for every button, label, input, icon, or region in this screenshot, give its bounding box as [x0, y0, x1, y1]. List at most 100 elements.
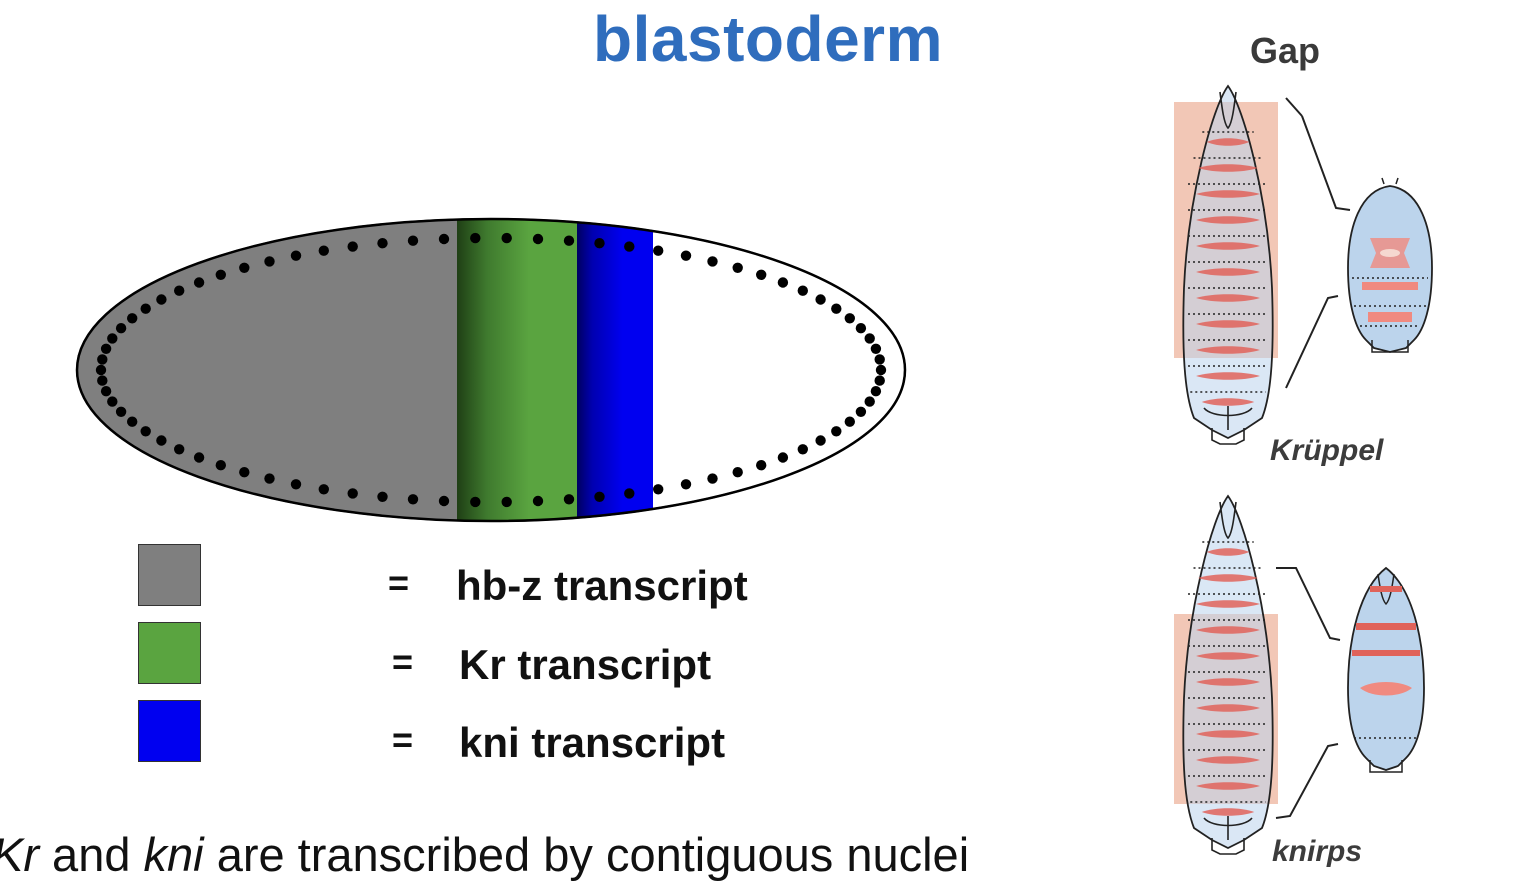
nucleus-dot	[127, 313, 138, 324]
nucleus-dot	[653, 245, 664, 256]
nucleus-dot	[377, 491, 388, 502]
nucleus-dot	[115, 323, 127, 334]
kni-swatch	[138, 700, 201, 762]
nucleus-dot	[594, 491, 605, 502]
nucleus-dot	[407, 494, 419, 505]
nucleus-dot	[756, 269, 767, 280]
nucleus-dot	[193, 452, 205, 463]
nucleus-dot	[831, 426, 842, 437]
nucleus-dot	[875, 364, 887, 376]
nucleus-dot	[264, 256, 275, 267]
nucleus-dot	[97, 354, 108, 365]
nucleus-dot	[347, 241, 358, 252]
nucleus-dot	[115, 406, 127, 417]
legend-label-kr: Kr transcript	[459, 641, 712, 688]
caption: Kr and kni are transcribed by contiguous…	[0, 827, 969, 882]
nucleus-dot	[855, 323, 867, 334]
nucleus-dot	[680, 479, 692, 490]
nucleus-dot	[844, 313, 855, 324]
legend-equals: =	[392, 641, 414, 682]
nucleus-dot	[470, 232, 481, 244]
nucleus-dot	[874, 354, 885, 365]
nucleus-dot	[470, 496, 481, 508]
nucleus-dot	[707, 256, 718, 267]
nucleus-dot	[438, 233, 450, 245]
nucleus-dot	[653, 484, 664, 495]
knirps-label: knirps	[1272, 835, 1363, 868]
nucleus-dot	[501, 496, 512, 508]
caption-gene-kr: Kr	[0, 828, 39, 881]
nucleus-dot	[97, 375, 108, 386]
nucleus-dot	[264, 473, 275, 484]
nucleus-dot	[174, 285, 185, 296]
knirps-long-embryo	[1174, 494, 1278, 855]
caption-rest: are transcribed by contiguous nuclei	[203, 828, 970, 881]
nucleus-dot	[438, 495, 450, 507]
hb-z-swatch	[138, 544, 201, 606]
nucleus-dot	[290, 250, 302, 261]
nucleus-dot	[156, 294, 167, 305]
nucleus-dot	[532, 233, 544, 245]
nucleus-dot	[797, 444, 808, 455]
gap-heading: Gap	[1250, 30, 1321, 71]
nucleus-dot	[815, 294, 826, 305]
nucleus-dot	[815, 435, 826, 446]
hb-z-region	[77, 219, 457, 521]
kruppel-label: Krüppel	[1270, 434, 1384, 467]
blastoderm-nuclei	[95, 232, 887, 508]
nucleus-dot	[777, 277, 789, 288]
blastoderm-embryo-diagram	[75, 217, 907, 523]
nucleus-dot	[797, 285, 808, 296]
knirps-short-embryo	[1347, 566, 1425, 773]
nucleus-dot	[707, 473, 718, 484]
nucleus-dot	[732, 262, 743, 273]
nucleus-dot	[594, 238, 605, 249]
nucleus-dot	[140, 426, 151, 437]
legend-equals: =	[392, 719, 414, 760]
nucleus-dot	[501, 232, 512, 244]
nucleus-dot	[95, 364, 107, 376]
legend-label-kni: kni transcript	[459, 719, 726, 766]
nucleus-dot	[100, 343, 112, 354]
kr-swatch	[138, 622, 201, 684]
slide-title: blastoderm	[593, 3, 943, 75]
nucleus-dot	[870, 386, 882, 397]
nucleus-dot	[107, 333, 118, 344]
nucleus-dot	[563, 494, 575, 505]
nucleus-dot	[864, 333, 875, 344]
nucleus-dot	[239, 262, 250, 273]
nucleus-dot	[407, 235, 419, 246]
nucleus-dot	[756, 460, 767, 471]
legend-equals: =	[388, 562, 410, 603]
nucleus-dot	[239, 467, 250, 478]
kni-region	[577, 219, 653, 521]
nucleus-dot	[624, 241, 635, 252]
nucleus-dot	[100, 386, 112, 397]
gap-gene-expression-illustration	[1174, 84, 1433, 855]
kr-region	[457, 219, 577, 521]
nucleus-dot	[156, 435, 167, 446]
nucleus-dot	[563, 235, 575, 246]
nucleus-dot	[855, 406, 867, 417]
nucleus-dot	[864, 396, 875, 407]
nucleus-dot	[844, 416, 855, 427]
nucleus-dot	[318, 484, 329, 495]
nucleus-dot	[874, 375, 885, 386]
nucleus-dot	[532, 495, 544, 507]
legend-label-hb-z: hb-z transcript	[456, 562, 748, 609]
caption-gene-kni: kni	[143, 828, 204, 881]
nucleus-dot	[347, 488, 358, 499]
nucleus-dot	[318, 245, 329, 256]
kruppel-long-embryo	[1174, 84, 1278, 445]
nucleus-dot	[377, 238, 388, 249]
nucleus-dot	[107, 396, 118, 407]
caption-and: and	[39, 828, 144, 881]
nucleus-dot	[870, 343, 882, 354]
nucleus-dot	[193, 277, 205, 288]
nucleus-dot	[732, 467, 743, 478]
nucleus-dot	[831, 303, 842, 314]
nucleus-dot	[215, 269, 226, 280]
nucleus-dot	[140, 303, 151, 314]
nucleus-dot	[174, 444, 185, 455]
nucleus-dot	[680, 250, 692, 261]
